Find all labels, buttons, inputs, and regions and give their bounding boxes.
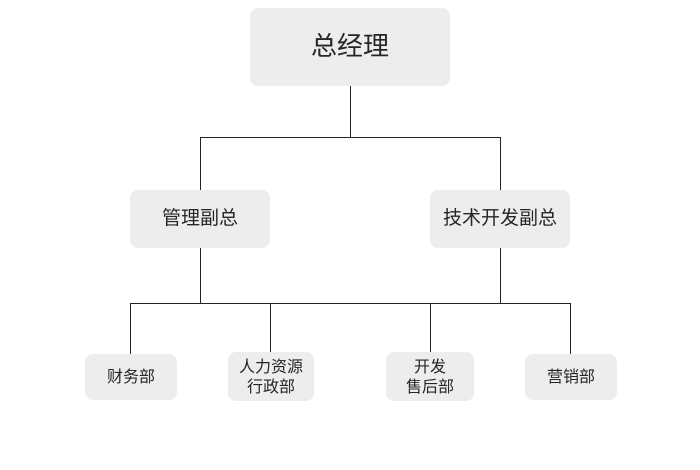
node-vp-tech-label: 技术开发副总 [442, 207, 557, 230]
node-dept-hr-admin-label-line2: 行政部 [246, 376, 295, 396]
connector-to-dept-marketing [570, 303, 571, 354]
connector-level2-bus [200, 137, 501, 138]
node-dept-hr-admin-label-line1: 人力资源 [238, 356, 303, 376]
node-dept-finance-label-line1: 财务部 [106, 367, 155, 386]
node-dept-marketing[interactable]: 营销部 [525, 354, 617, 400]
node-vp-management-label: 管理副总 [161, 207, 238, 230]
node-dept-finance-label: 财务部 [107, 367, 155, 387]
connector-to-vp-tech [500, 137, 501, 190]
connector-to-vp-management [200, 137, 201, 190]
node-general-manager[interactable]: 总经理 [250, 8, 450, 86]
connector-vp-management-down [200, 248, 201, 303]
node-vp-tech[interactable]: 技术开发副总 [430, 190, 570, 248]
connector-level3-bus [130, 303, 571, 304]
node-dept-marketing-label: 营销部 [547, 367, 595, 387]
node-dept-dev-aftersales-label: 开发 售后部 [406, 357, 454, 397]
node-dept-hr-admin-label: 人力资源 行政部 [239, 357, 303, 397]
node-dept-marketing-label-line1: 营销部 [546, 367, 595, 386]
connector-to-dept-dev-aftersales [430, 303, 431, 352]
connector-to-dept-finance [130, 303, 131, 354]
node-dept-dev-aftersales-label-line1: 开发 [413, 356, 446, 376]
connector-to-dept-hr-admin [270, 303, 271, 352]
node-dept-finance[interactable]: 财务部 [85, 354, 177, 400]
node-dept-hr-admin[interactable]: 人力资源 行政部 [228, 352, 314, 401]
connector-root-down [350, 86, 351, 137]
node-dept-dev-aftersales-label-line2: 售后部 [405, 376, 454, 396]
node-general-manager-label: 总经理 [310, 31, 389, 62]
node-dept-dev-aftersales[interactable]: 开发 售后部 [386, 352, 474, 401]
connector-vp-tech-down [500, 248, 501, 303]
node-vp-management[interactable]: 管理副总 [130, 190, 270, 248]
